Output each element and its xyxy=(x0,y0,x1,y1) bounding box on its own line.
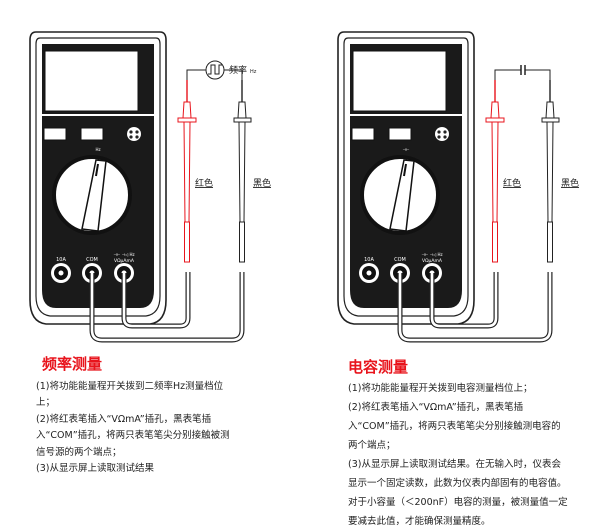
frequency-instructions: 频率测量 (1)将功能能量程开关拨到二频率Hz测量档位上； (2)将红表笔插入“… xyxy=(36,356,236,478)
capacitance-multimeter: 红色 黑色 ⊣⊢ 10A COM ⊣⊢ ⊣◁ Hz VΩμAmA xyxy=(338,32,579,340)
capacitor-icon xyxy=(513,65,533,75)
red-probe-label: 红色 xyxy=(503,177,521,189)
frequency-title: 频率测量 xyxy=(42,355,103,373)
frequency-step-1: (1)将功能能量程开关拨到二频率Hz测量档位上； xyxy=(36,380,224,409)
capacitance-step-1: (1)将功能能量程开关拨到电容测量档位上； xyxy=(348,383,533,394)
red-probe-label: 红色 xyxy=(195,177,213,189)
black-probe-label: 黑色 xyxy=(561,177,579,189)
black-probe-label: 黑色 xyxy=(253,177,271,189)
capacitance-step-3: (3)从显示屏上读取测试结果。在无输入时，仪表会显示一个固定读数，此数为仪表内部… xyxy=(348,459,568,527)
jack-com-label: COM xyxy=(394,257,406,263)
jack-com-label: COM xyxy=(86,257,98,263)
capacitance-instructions: 电容测量 (1)将功能能量程开关拨到电容测量档位上； (2)将红表笔插入“VΩm… xyxy=(348,358,568,531)
multimeter-body xyxy=(338,32,559,340)
source-label: 频率 xyxy=(229,64,247,76)
dial-mark: Hz xyxy=(95,147,100,152)
source-unit: Hz xyxy=(250,69,257,75)
capacitance-title: 电容测量 xyxy=(348,358,409,376)
frequency-step-3: (3)从显示屏上读取测试结果 xyxy=(36,463,154,474)
jack-10a-label: 10A xyxy=(56,257,66,263)
signal-source-icon xyxy=(205,60,225,80)
frequency-step-2: (2)将红表笔插入“VΩmA”插孔，黑表笔插入“COM”插孔，将两只表笔笔尖分别… xyxy=(36,413,230,458)
multimeter-diagrams: 频率 Hz 红色 黑色 Hz 10A COM ⊣⊢ ⊣◁ Hz VΩμAmA 红… xyxy=(0,0,579,350)
jack-v-symbols: ⊣⊢ ⊣◁ Hz xyxy=(113,252,134,257)
jack-10a-label: 10A xyxy=(364,257,374,263)
jack-v-label: VΩμAmA xyxy=(114,258,135,264)
jack-v-symbols: ⊣⊢ ⊣◁ Hz xyxy=(421,252,442,257)
jack-v-label: VΩμAmA xyxy=(422,258,443,264)
frequency-multimeter: 频率 Hz 红色 黑色 Hz 10A COM ⊣⊢ ⊣◁ Hz VΩμAmA xyxy=(30,32,271,340)
dial-mark: ⊣⊢ xyxy=(403,147,410,152)
capacitance-step-2: (2)将红表笔插入“VΩmA”插孔，黑表笔插入“COM”插孔，将两只表笔笔尖分别… xyxy=(348,402,561,451)
